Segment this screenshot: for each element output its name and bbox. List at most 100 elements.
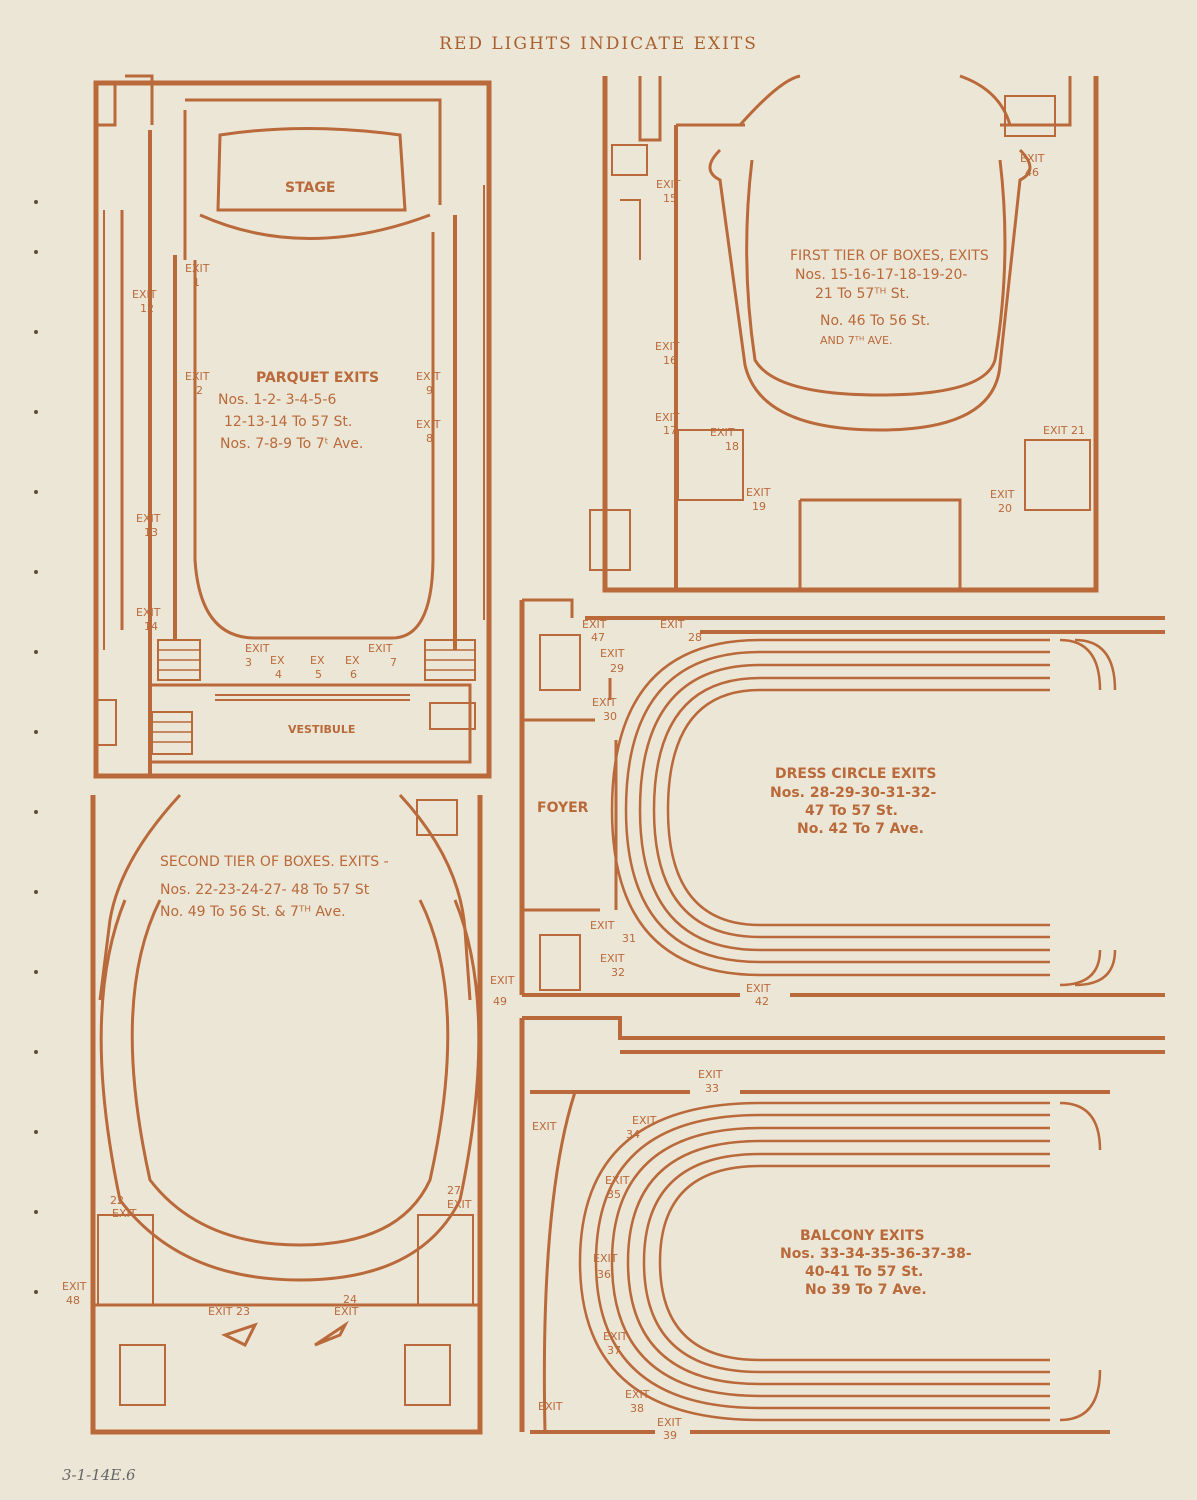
exit-number: 14: [144, 620, 158, 633]
exit-label: EXIT: [185, 370, 210, 383]
captions: PARQUET EXITS Nos. 1-2- 3-4-5-6 12-13-14…: [160, 248, 989, 1298]
exit-label: EXIT: [656, 178, 681, 191]
exit-label: EXIT: [590, 919, 615, 932]
exit-number: 3: [245, 656, 252, 669]
exit-number: 36: [597, 1268, 611, 1281]
exit-number: 48: [66, 1294, 80, 1307]
exit-label: EX: [345, 654, 360, 667]
foyer-label: FOYER: [537, 800, 589, 816]
exit-label: EXIT: [746, 486, 771, 499]
second-tier-caption-line: No. 49 To 56 St. & 7ᵀᴴ Ave.: [160, 904, 346, 920]
exit-label: EXIT: [245, 642, 270, 655]
exit-label: EXIT: [600, 647, 625, 660]
stage-label: STAGE: [285, 180, 335, 196]
exit-label: EXIT: [600, 952, 625, 965]
exit-number: 6: [350, 668, 357, 681]
dress-circle-caption-line: Nos. 28-29-30-31-32-: [770, 785, 937, 801]
exit-number: 7: [390, 656, 397, 669]
exit-number: 16: [663, 354, 677, 367]
exit-number: 9: [426, 384, 433, 397]
parquet-caption-line: Nos. 1-2- 3-4-5-6: [218, 392, 336, 408]
balcony-caption-line: No 39 To 7 Ave.: [805, 1282, 927, 1298]
first-tier-caption-line: Nos. 15-16-17-18-19-20-: [795, 267, 967, 283]
exit-number: 15: [663, 192, 677, 205]
exit-number: 12: [140, 302, 154, 315]
exit-number: 13: [144, 526, 158, 539]
exit-label: EX: [270, 654, 285, 667]
exit-label: EXIT: [447, 1198, 472, 1211]
second-tier-caption-title: SECOND TIER OF BOXES. EXITS -: [160, 854, 389, 870]
exit-label: EXIT: [1020, 152, 1045, 165]
second-tier-caption-line: Nos. 22-23-24-27- 48 To 57 St: [160, 882, 370, 898]
balcony-caption-title: BALCONY EXITS: [800, 1228, 925, 1244]
first-tier-caption-line: AND 7ᵀᴴ AVE.: [820, 334, 892, 347]
exit-number: 29: [610, 662, 624, 675]
exit-label: EXIT: [632, 1114, 657, 1127]
exit-label: EXIT: [698, 1068, 723, 1081]
exit-number: 8: [426, 432, 433, 445]
exit-label: EXIT: [625, 1388, 650, 1401]
dress-circle-caption-line: No. 42 To 7 Ave.: [797, 821, 924, 837]
exit-label: EXIT: [490, 974, 515, 987]
exit-number: 27: [447, 1184, 461, 1197]
second-tier-plan: [90, 793, 483, 1435]
exit-number: 42: [755, 995, 769, 1008]
exit-number: 39: [663, 1429, 677, 1442]
parquet-caption-line: Nos. 7-8-9 To 7ᵗ Ave.: [220, 436, 363, 452]
exit-number: 5: [315, 668, 322, 681]
exit-label: EXIT: [592, 696, 617, 709]
first-tier-caption-title: FIRST TIER OF BOXES, EXITS: [790, 248, 989, 264]
exit-number: 32: [611, 966, 625, 979]
exit-number: 46: [1025, 166, 1039, 179]
exit-label: EXIT: [582, 618, 607, 631]
exit-number: 18: [725, 440, 739, 453]
dress-circle-caption-line: 47 To 57 St.: [805, 803, 898, 819]
balcony-caption-line: 40-41 To 57 St.: [805, 1264, 923, 1280]
exit-number: 47: [591, 631, 605, 644]
exit-label: EXIT: [605, 1174, 630, 1187]
exit-number: 35: [607, 1188, 621, 1201]
first-tier-plan: [589, 74, 1099, 593]
exit-number: 37: [607, 1344, 621, 1357]
exit-number: 19: [752, 500, 766, 513]
exit-number: 49: [493, 995, 507, 1008]
dress-circle-plan: [519, 598, 1165, 997]
exit-label: EXIT: [136, 606, 161, 619]
exit-label: EXIT: [655, 340, 680, 353]
page-header: RED LIGHTS INDICATE EXITS: [439, 34, 758, 54]
exit-label: EXIT: [657, 1416, 682, 1429]
exit-number: 1: [193, 276, 200, 289]
exit-number: 31: [622, 932, 636, 945]
exit-label: EXIT: [132, 288, 157, 301]
exit-label: EXIT 23: [208, 1305, 250, 1318]
exit-label: EX: [310, 654, 325, 667]
exit-number: 20: [998, 502, 1012, 515]
exit-number: 17: [663, 424, 677, 437]
dress-circle-caption-title: DRESS CIRCLE EXITS: [775, 766, 936, 782]
parquet-plan: STAGE VESTIBULE: [93, 74, 492, 779]
parquet-caption-title: PARQUET EXITS: [256, 370, 379, 386]
exit-label: EXIT: [593, 1252, 618, 1265]
balcony-plan: [519, 1016, 1165, 1434]
exit-label: EXIT: [185, 262, 210, 275]
exit-label: EXIT: [112, 1207, 137, 1220]
vestibule-label: VESTIBULE: [288, 723, 355, 736]
exit-number: 30: [603, 710, 617, 723]
exit-label: EXIT: [660, 618, 685, 631]
balcony-caption-line: Nos. 33-34-35-36-37-38-: [780, 1246, 972, 1262]
parquet-caption-line: 12-13-14 To 57 St.: [224, 414, 352, 430]
exit-label: EXIT: [710, 426, 735, 439]
exit-label: EXIT: [334, 1305, 359, 1318]
exit-label: EXIT: [368, 642, 393, 655]
exit-number: 28: [688, 631, 702, 644]
exit-number: 4: [275, 668, 282, 681]
exit-label: EXIT: [136, 512, 161, 525]
exit-label: EXIT: [538, 1400, 563, 1413]
exit-number: 2: [196, 384, 203, 397]
first-tier-caption-line: 21 To 57ᵀᴴ St.: [815, 286, 910, 302]
exit-label: EXIT: [603, 1330, 628, 1343]
exit-number: 24: [343, 1293, 357, 1306]
exit-label: EXIT: [532, 1120, 557, 1133]
